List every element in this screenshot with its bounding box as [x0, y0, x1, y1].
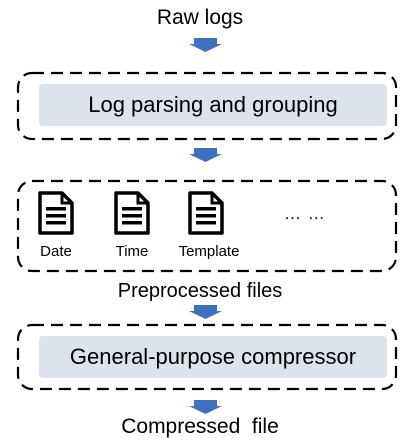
output-label: Compressed file: [121, 415, 279, 438]
more-files-ellipsis: … …: [284, 204, 326, 223]
compressor-step-label: General-purpose compressor: [69, 344, 357, 369]
file-label-date: Date: [40, 243, 72, 260]
document-icon: [114, 191, 150, 235]
arrow-down-icon: [189, 400, 222, 414]
arrow-down-icon: [189, 305, 222, 319]
file-label-template: Template: [178, 243, 240, 260]
file-label-time: Time: [115, 243, 149, 260]
dashed-container-files: [16, 179, 398, 273]
document-icon: [188, 191, 224, 235]
parsing-step-box: [39, 84, 387, 126]
preprocessed-files-label: Preprocessed files: [117, 280, 283, 302]
document-icon: [38, 191, 74, 235]
dashed-container-compressor: [16, 323, 398, 391]
compressor-step-box: [39, 336, 387, 378]
dashed-container-parsing: [16, 71, 398, 141]
arrow-down-icon: [189, 38, 222, 52]
arrow-down-icon: [189, 148, 222, 162]
parsing-step-label: Log parsing and grouping: [88, 92, 338, 117]
input-label: Raw logs: [156, 6, 244, 29]
